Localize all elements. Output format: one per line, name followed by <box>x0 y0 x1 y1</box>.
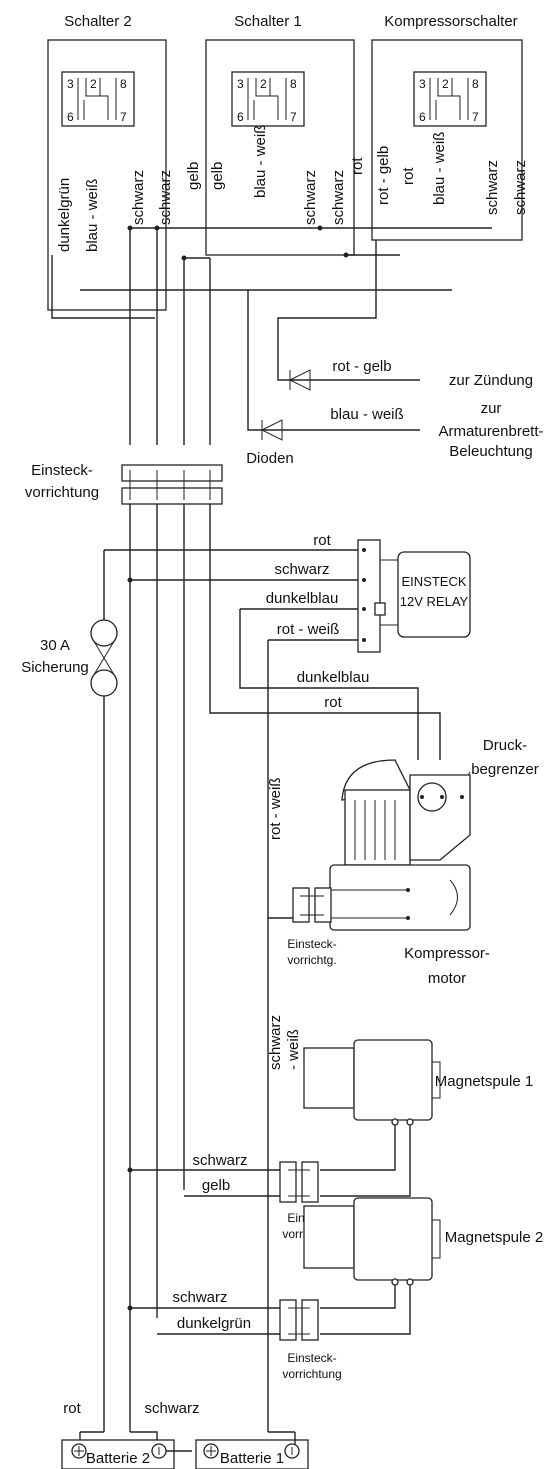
harness-top-wires <box>51 225 492 445</box>
dest-armaturenbrett: Armaturenbrett- <box>438 423 543 440</box>
compressor-motor <box>329 759 471 931</box>
fuse <box>90 550 118 1432</box>
k-wire-schwarz-a: schwarz <box>484 160 501 215</box>
relay-wire-dunkelblau: dunkelblau <box>266 590 339 607</box>
compressor-wire-rot-weiss: rot - weiß <box>267 777 284 840</box>
compressor-switch-title: Kompressorschalter <box>384 13 517 30</box>
main-plug <box>121 464 223 505</box>
switch-1-title: Schalter 1 <box>234 13 302 30</box>
pressure-wire-rot: rot <box>324 694 342 711</box>
solenoid-2 <box>303 1197 441 1286</box>
relay-label-1: EINSTECK <box>401 574 466 589</box>
sol2-wiring <box>127 1285 411 1335</box>
switch-2-title: Schalter 2 <box>64 13 132 30</box>
harness-lower-wires <box>104 504 441 1432</box>
solenoid-1 <box>303 1039 441 1126</box>
sol1-wiring <box>127 1125 411 1197</box>
k-wire-schwarz-b: schwarz <box>512 160 529 215</box>
battery-wire-schwarz: schwarz <box>144 1400 199 1417</box>
sol1-wire-weiss: - weiß <box>285 1029 302 1070</box>
s1-wire-gelb-outer: gelb <box>185 162 202 190</box>
s1-wire-blau: blau - weiß <box>252 125 269 198</box>
k-switch-pin-8: 8 <box>472 77 479 91</box>
switch-1-pin-2: 2 <box>260 77 267 91</box>
relay-wire-schwarz: schwarz <box>274 561 329 578</box>
battery-2-label: Batterie 2 <box>86 1450 150 1467</box>
compressor-label-1: Kompressor- <box>404 945 490 962</box>
sol1-wire-schwarz-h: schwarz <box>192 1152 247 1169</box>
relay-wire-rot: rot <box>313 532 331 549</box>
switch-1-pin-7: 7 <box>290 110 297 124</box>
pressure-label-1: Druck- <box>483 737 527 754</box>
compressor-label-2: motor <box>428 970 466 987</box>
s1-wire-gelb: gelb <box>209 162 226 190</box>
switch-2-pin-3: 3 <box>67 77 74 91</box>
sol2-plug-label-2: vorrichtung <box>282 1367 341 1381</box>
diode-1 <box>288 369 420 391</box>
main-plug-label-1: Einsteck- <box>31 462 93 479</box>
battery-2 <box>61 1439 175 1469</box>
pressure-wire-dunkelblau: dunkelblau <box>297 669 370 686</box>
diode-wire-rot-gelb: rot - gelb <box>332 358 391 375</box>
sol1-wire-schwarz: schwarz <box>267 1015 284 1070</box>
sol1-label: Magnetspule 1 <box>435 1073 533 1090</box>
fuse-label-1: 30 A <box>40 637 70 654</box>
switch-1: 3 2 8 6 7 <box>205 39 355 256</box>
switch-1-pin-6: 6 <box>237 110 244 124</box>
k-switch-pin-2: 2 <box>442 77 449 91</box>
battery-1-label: Batterie 1 <box>220 1450 284 1467</box>
s2-wire-schwarz-b: schwarz <box>157 170 174 225</box>
relay <box>357 539 471 653</box>
sol2-plug-label-1: Einsteck- <box>287 1351 336 1365</box>
main-plug-label-2: vorrichtung <box>25 484 99 501</box>
sol2-label: Magnetspule 2 <box>445 1229 543 1246</box>
battery-wire-rot: rot <box>63 1400 81 1417</box>
switch-1-pin-3: 3 <box>237 77 244 91</box>
s2-wire-dunkelgruen: dunkelgrün <box>56 178 73 252</box>
switch-2: 3 2 8 6 7 <box>47 39 167 311</box>
dest-zuendung: zur Zündung <box>449 372 533 389</box>
switch-1-pin-8: 8 <box>290 77 297 91</box>
k-switch-pin-7: 7 <box>472 110 479 124</box>
relay-wire-rot-weiss: rot - weiß <box>277 621 340 638</box>
switch-2-pin-7: 7 <box>120 110 127 124</box>
k-switch-pin-3: 3 <box>419 77 426 91</box>
relay-label-2: 12V RELAY <box>400 594 469 609</box>
k-wire-rot: rot <box>400 167 417 185</box>
compressor-switch: 3 2 8 6 7 <box>371 39 523 241</box>
battery-1 <box>195 1439 309 1469</box>
diode-2 <box>260 419 420 441</box>
sol1-plug <box>279 1161 319 1203</box>
dest-beleuchtung: Beleuchtung <box>449 443 532 460</box>
s2-wire-schwarz-a: schwarz <box>130 170 147 225</box>
k-wire-rot-gelb: rot - gelb <box>375 146 392 205</box>
sol1-wire-gelb: gelb <box>202 1177 230 1194</box>
compressor-plug <box>292 887 332 923</box>
s1-wire-schwarz-a: schwarz <box>302 170 319 225</box>
s1-wire-rot: rot <box>349 157 366 175</box>
compressor-plug-label-2: vorrichtg. <box>287 953 336 967</box>
diode-wire-blau-weiss: blau - weiß <box>330 406 403 423</box>
s1-wire-schwarz-b: schwarz <box>330 170 347 225</box>
k-wire-blau-weiss: blau - weiß <box>431 132 448 205</box>
pressure-label-2: begrenzer <box>471 761 539 778</box>
diodes-label: Dioden <box>246 450 294 467</box>
compressor-plug-label-1: Einsteck- <box>287 937 336 951</box>
switch-2-pin-2: 2 <box>90 77 97 91</box>
sol2-wire-schwarz: schwarz <box>172 1289 227 1306</box>
switch-2-pin-6: 6 <box>67 110 74 124</box>
sol2-plug <box>279 1299 319 1341</box>
sol2-wire-dunkelgruen: dunkelgrün <box>177 1315 251 1332</box>
s2-wire-blau-weiss: blau - weiß <box>84 179 101 252</box>
fuse-label-2: Sicherung <box>21 659 89 676</box>
dest-zur: zur <box>481 400 502 417</box>
k-switch-pin-6: 6 <box>419 110 426 124</box>
switch-2-pin-8: 8 <box>120 77 127 91</box>
